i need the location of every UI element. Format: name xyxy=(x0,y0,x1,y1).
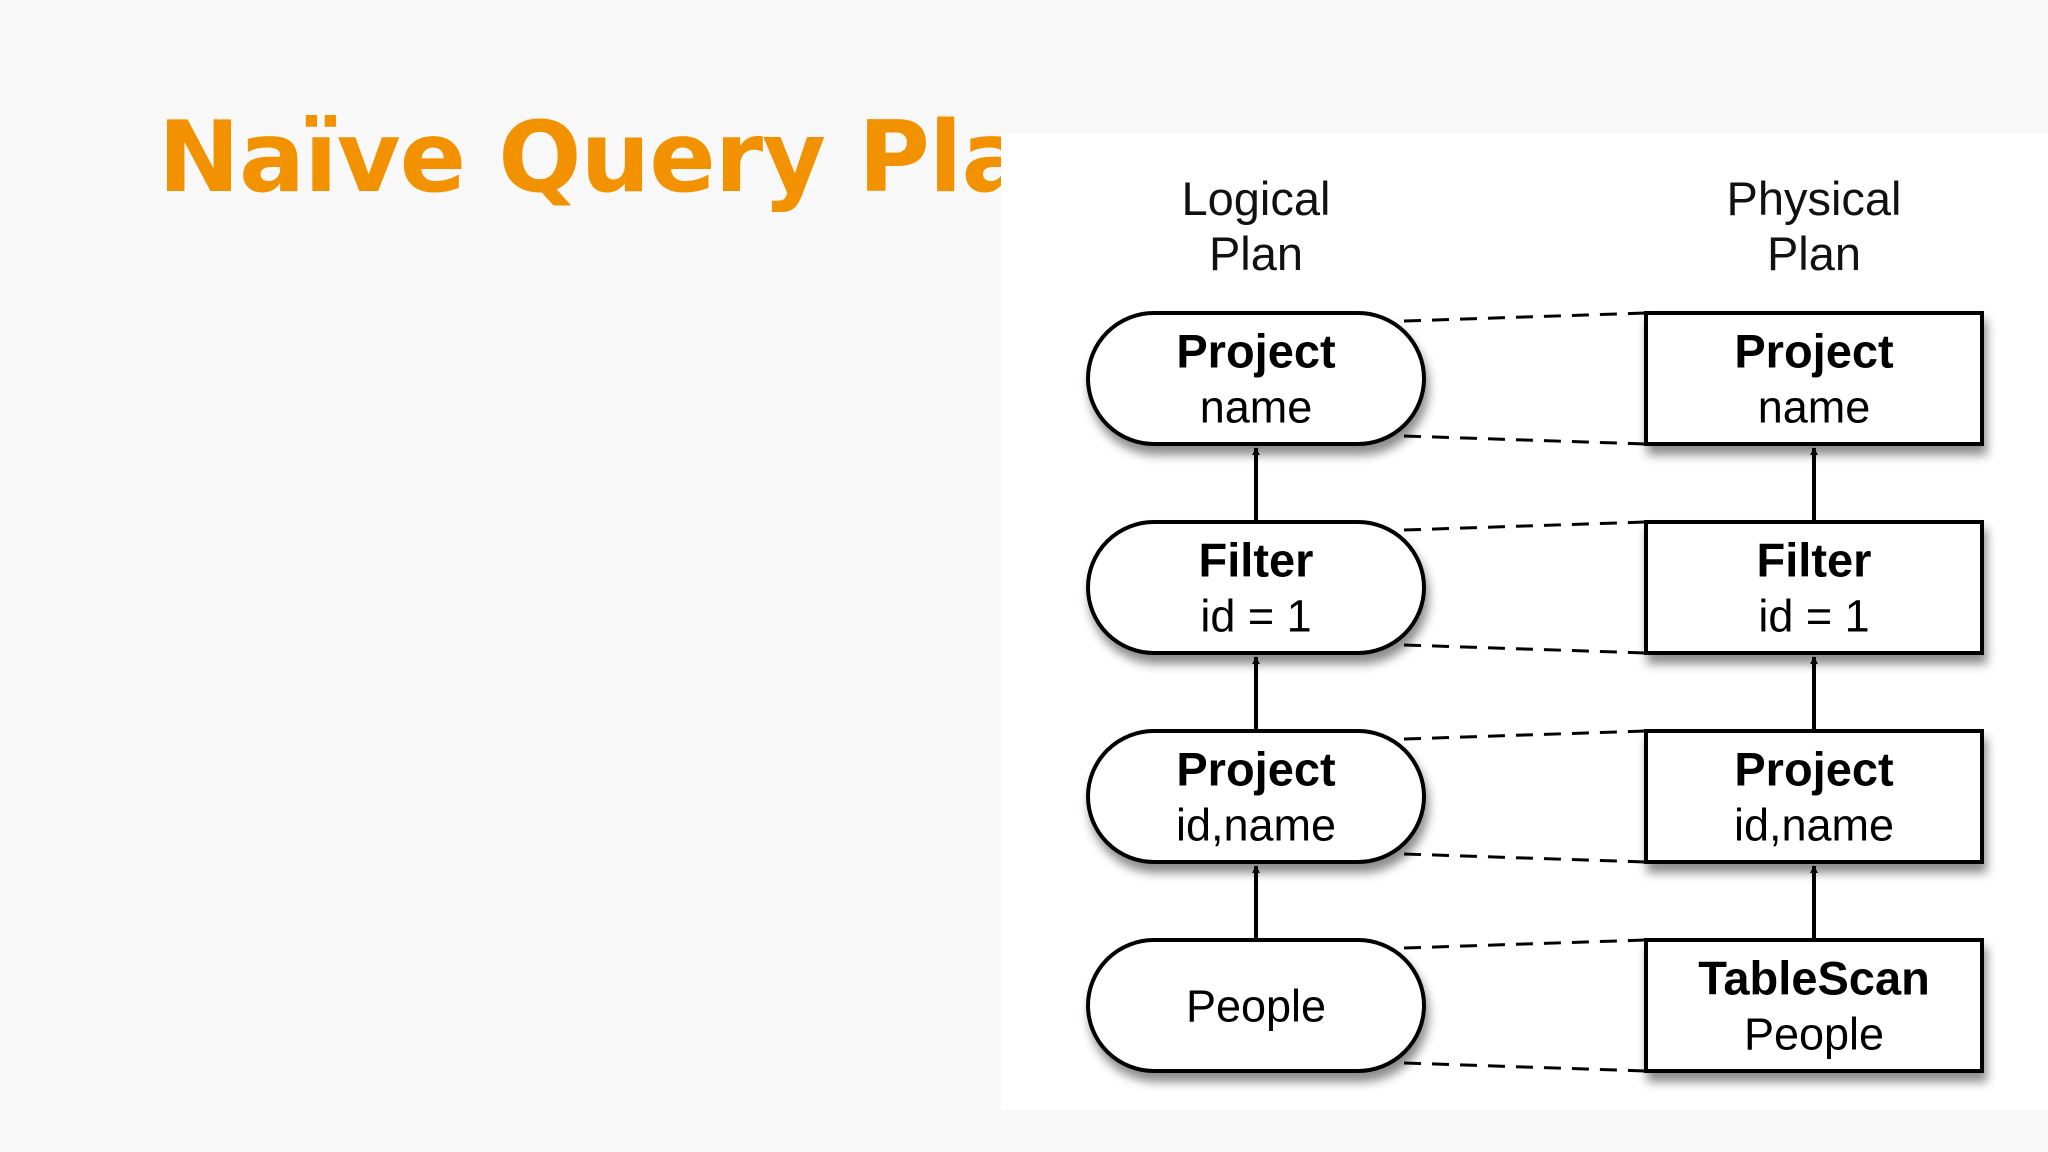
node-detail: id = 1 xyxy=(1200,591,1311,642)
mapping-line-row-4-top xyxy=(1403,938,1647,950)
logical-node-4: People xyxy=(1086,938,1426,1073)
physical-heading-line-2: Plan xyxy=(1767,227,1861,280)
mapping-line-row-2-top xyxy=(1403,520,1647,532)
node-title: Project xyxy=(1734,743,1894,796)
node-detail: id = 1 xyxy=(1758,591,1869,642)
mapping-line-row-3-top xyxy=(1403,729,1647,741)
node-detail: id,name xyxy=(1176,800,1336,851)
physical-node-box xyxy=(1644,311,1984,446)
logical-node-box xyxy=(1086,520,1426,655)
node-title: Project xyxy=(1176,325,1336,378)
physical-heading-line-1: Physical xyxy=(1726,172,1901,225)
mapping-lines xyxy=(1403,311,1647,1073)
node-detail: id,name xyxy=(1734,800,1894,851)
node-title: Project xyxy=(1734,325,1894,378)
mapping-line-row-3-bottom xyxy=(1403,852,1647,864)
flow-arrows xyxy=(1252,447,1818,938)
mapping-line-row-4-bottom xyxy=(1403,1061,1647,1073)
mapping-line-row-1-top xyxy=(1403,311,1647,323)
mapping-line-row-2-bottom xyxy=(1403,643,1647,655)
logical-heading-line-2: Plan xyxy=(1209,227,1303,280)
logical-node-box xyxy=(1086,729,1426,864)
logical-node-box xyxy=(1086,311,1426,446)
logical-heading-line-1: Logical xyxy=(1182,172,1331,225)
physical-node-box xyxy=(1644,520,1984,655)
node-title: Filter xyxy=(1199,534,1314,587)
node-title: TableScan xyxy=(1698,952,1930,1005)
logical-node-box xyxy=(1086,938,1426,1073)
slide-title: Naïve Query Pla xyxy=(158,101,1028,215)
node-detail: People xyxy=(1744,1009,1884,1060)
node-title: Filter xyxy=(1757,534,1872,587)
node-detail: name xyxy=(1200,382,1313,433)
physical-node-box xyxy=(1644,938,1984,1073)
mapping-line-row-1-bottom xyxy=(1403,434,1647,446)
node-title: Project xyxy=(1176,743,1336,796)
physical-node-box xyxy=(1644,729,1984,864)
node-detail: name xyxy=(1758,382,1871,433)
node-detail: People xyxy=(1186,981,1326,1032)
